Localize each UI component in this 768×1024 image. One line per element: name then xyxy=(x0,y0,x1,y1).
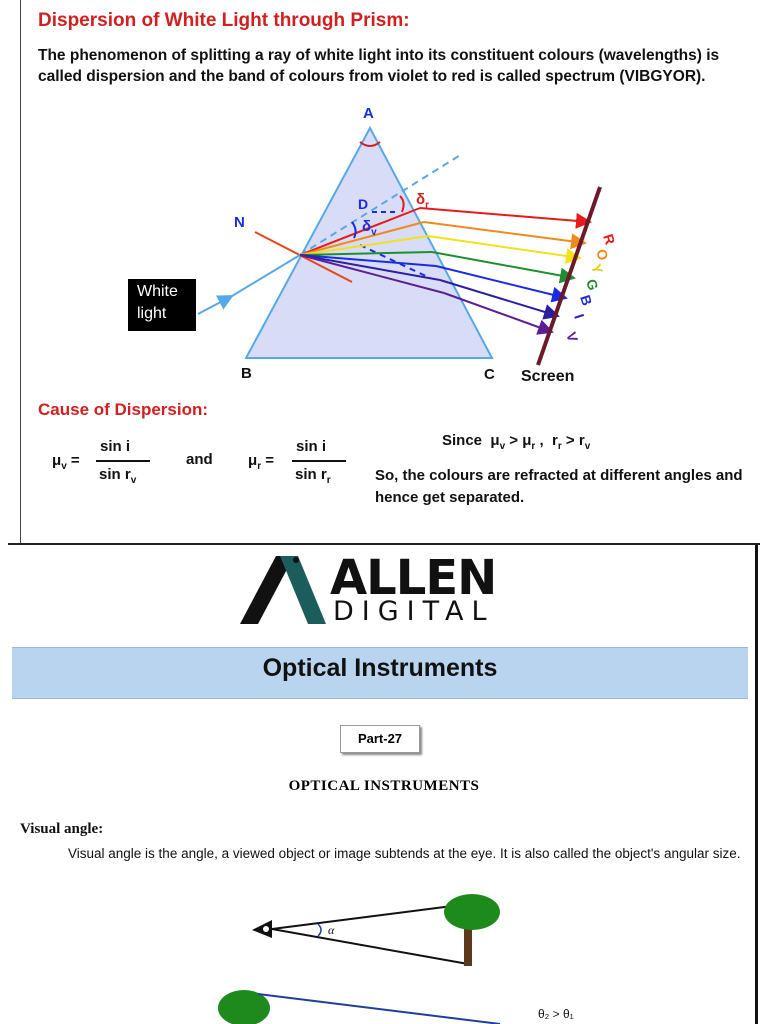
since-relation: Since μv > μr , rr > rv xyxy=(442,432,591,452)
sight-line-bottom xyxy=(271,928,469,965)
ray-blue-inside xyxy=(299,254,437,267)
prism-triangle xyxy=(244,125,494,359)
apex-angle-arc xyxy=(359,141,381,147)
title-banner xyxy=(12,647,748,699)
incident-ray xyxy=(197,295,234,315)
logo-digital-text: DIGITAL xyxy=(333,596,495,627)
normal-label: N xyxy=(234,214,245,231)
sight-line-top xyxy=(271,903,469,930)
and-text: and xyxy=(186,451,213,468)
ray-indigo-inside xyxy=(299,254,441,281)
tree-icon-small-1 xyxy=(218,990,270,1024)
fraction-1-num: sin i xyxy=(100,438,131,455)
normal-line xyxy=(254,231,353,283)
white-light-line2: light xyxy=(137,305,167,322)
visual-angle-text: Visual angle is the angle, a viewed obje… xyxy=(68,846,741,861)
vertex-c-label: C xyxy=(484,366,495,383)
delta-v-arc xyxy=(351,221,357,239)
ray-indigo xyxy=(439,279,560,320)
part-label: Part-27 xyxy=(340,725,420,753)
eye-icon xyxy=(252,920,272,938)
screen-label: Screen xyxy=(521,368,574,385)
ray-orange xyxy=(423,221,587,250)
spectrum-letter-v: V xyxy=(563,330,581,344)
fraction-1-line xyxy=(96,460,150,462)
sight-line-lower xyxy=(257,993,501,1024)
tree-trunk xyxy=(464,920,472,966)
ray-yellow-inside xyxy=(299,235,429,256)
allen-logo-mark xyxy=(240,556,326,624)
spectrum-letter-g: G xyxy=(583,277,602,292)
mu-v-lhs: μv = xyxy=(52,452,80,472)
ray-yellow xyxy=(427,235,582,264)
ray-orange-inside xyxy=(299,221,425,256)
white-light-line1: White xyxy=(137,283,178,300)
prism-diagram: A B C N D δr δv Screen R O Y G B I V xyxy=(197,105,618,385)
ray-violet-inside xyxy=(299,254,445,294)
incident-extension xyxy=(299,153,463,256)
section-separator xyxy=(8,543,760,545)
ray-red-inside xyxy=(299,207,421,256)
fraction-2-num: sin i xyxy=(296,438,327,455)
visual-angle-diagram: α θ₂ > θ₁ xyxy=(218,894,574,1024)
spectrum-letter-y: Y xyxy=(588,262,606,276)
ray-green xyxy=(431,251,576,284)
incident-ray-2 xyxy=(231,254,301,297)
conclusion-text: So, the colours are refracted at differe… xyxy=(375,467,743,506)
spectrum-letter-b: B xyxy=(577,293,595,308)
left-border-line xyxy=(20,0,21,545)
delta-r-label: δr xyxy=(416,191,429,211)
visual-angle-heading: Visual angle: xyxy=(20,821,104,837)
vertex-b-label: B xyxy=(241,365,252,382)
tree-icon xyxy=(444,894,500,930)
ray-violet xyxy=(443,292,554,335)
alpha-label: α xyxy=(328,923,335,937)
screen-line xyxy=(536,186,602,366)
ray-green-inside xyxy=(299,251,433,256)
fraction-2-line xyxy=(292,460,346,462)
ray-blue xyxy=(435,265,568,303)
vertex-a-label: A xyxy=(363,105,374,122)
mu-r-lhs: μr = xyxy=(248,452,275,472)
alpha-arc xyxy=(317,923,322,937)
right-border-line xyxy=(755,545,758,1024)
spectrum-letter-i: I xyxy=(571,312,587,321)
cause-heading: Cause of Dispersion: xyxy=(38,400,209,419)
fraction-2-den: sin rr xyxy=(295,466,331,486)
theta-relation: θ₂ > θ₁ xyxy=(538,1007,574,1021)
logo-allen-text: ALLEN xyxy=(330,550,497,606)
banner-title: Optical Instruments xyxy=(262,654,498,682)
point-d-label: D xyxy=(358,196,368,212)
white-light-label: White light xyxy=(128,279,196,331)
spectrum-letter-r: R xyxy=(600,232,618,247)
delta-r-arc xyxy=(399,195,405,213)
violet-extension xyxy=(359,244,431,279)
fraction-1-den: sin rv xyxy=(99,466,137,486)
section-title: OPTICAL INSTRUMENTS xyxy=(288,778,480,794)
page-title: Dispersion of White Light through Prism: xyxy=(38,10,410,31)
ray-red xyxy=(419,207,592,229)
delta-v-label: δv xyxy=(362,218,377,238)
spectrum-letter-o: O xyxy=(593,247,612,262)
intro-paragraph: The phenomenon of splitting a ray of whi… xyxy=(38,47,720,85)
